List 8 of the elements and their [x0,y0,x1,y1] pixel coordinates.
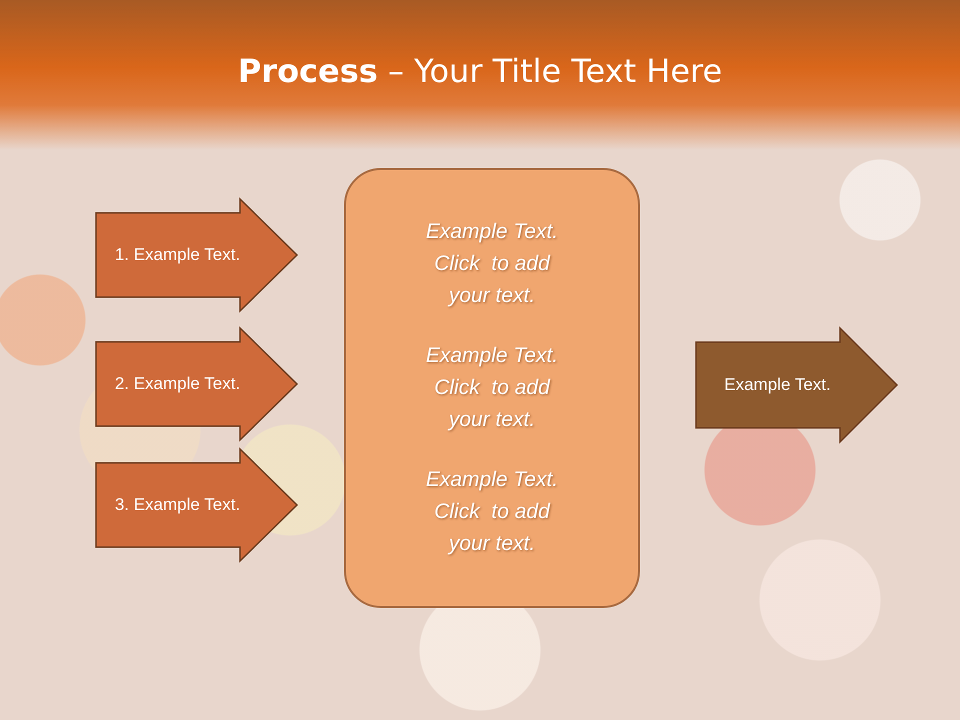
panel-text: Example Text. Click to add your text. [424,219,560,309]
arrow-label: 3. Example Text. [114,495,240,515]
arrow-label: Example Text. [724,375,831,395]
panel-text: Example Text. Click to add your text. [424,343,560,433]
panel-text: Example Text. Click to add your text. [424,467,560,557]
arrow-label: 1. Example Text. [114,245,240,265]
slide-title: Process – Your Title Text Here [236,52,724,90]
arrow-label: 2. Example Text. [114,374,240,394]
